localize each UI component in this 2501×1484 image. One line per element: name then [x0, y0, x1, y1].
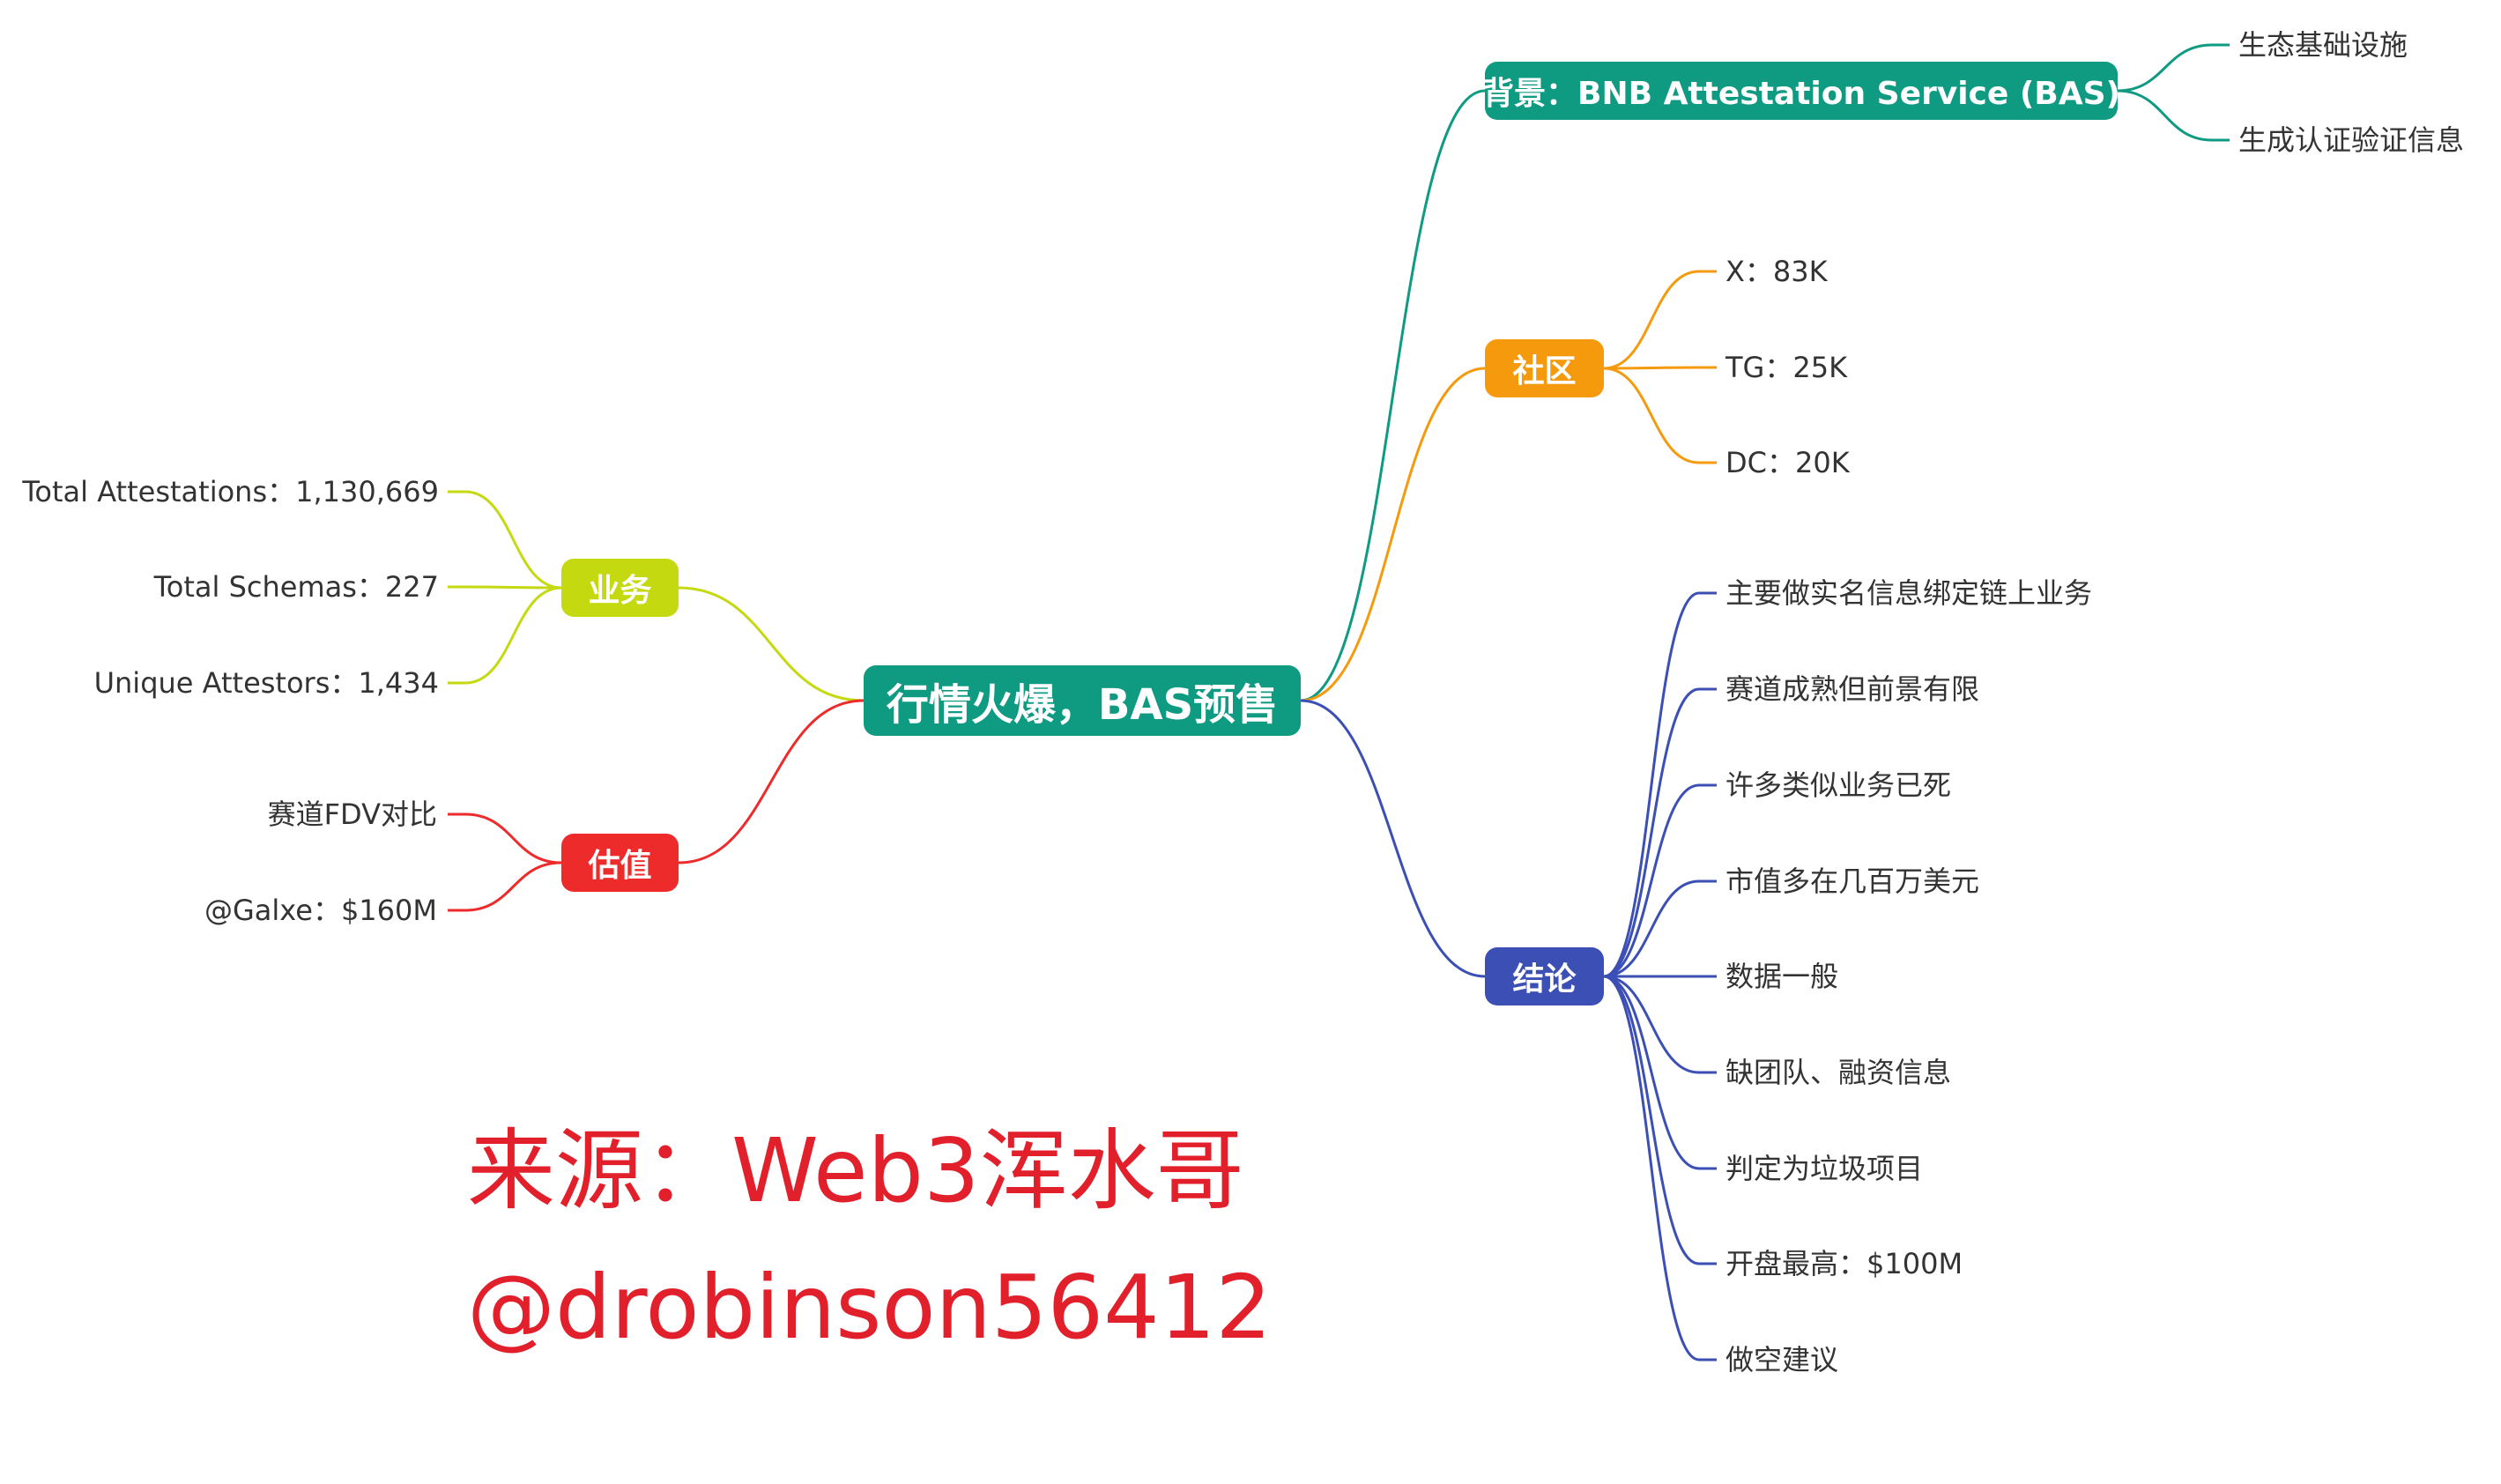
root-node[interactable]: 行情火爆，BAS预售 — [864, 665, 1301, 736]
connector-community-3 — [1603, 367, 1700, 464]
leaf-conclusion-6[interactable]: 缺团队、融资信息 — [1725, 1056, 1952, 1089]
connector-root-background — [1300, 89, 1486, 702]
leaf-community-3[interactable]: DC：20K — [1725, 446, 1850, 479]
leaf-background-2[interactable]: 生成认证验证信息 — [2238, 123, 2465, 157]
connector-business-3 — [464, 586, 562, 685]
leaf-community-1[interactable]: X：83K — [1725, 255, 1828, 288]
connector-business-2 — [464, 585, 562, 590]
branch-node-community[interactable]: 社区 — [1485, 339, 1604, 397]
connector-valuation-1 — [464, 812, 562, 864]
connector-root-valuation — [678, 699, 865, 864]
connector-root-business — [678, 586, 865, 702]
branch-node-background[interactable]: 背景：BNB Attestation Service (BAS) — [1482, 62, 2120, 120]
watermark-source: 来源：Web3浑水哥 — [467, 1119, 1244, 1222]
leaf-valuation-2[interactable]: @Galxe：$160M — [204, 894, 437, 927]
connector-background-2 — [2117, 89, 2213, 142]
branch-label-background: 背景：BNB Attestation Service (BAS) — [1482, 76, 2120, 112]
connector-conclusion-6 — [1603, 975, 1700, 1074]
branch-label-valuation: 估值 — [588, 848, 652, 884]
connector-community-2 — [1603, 366, 1700, 370]
leaf-conclusion-4[interactable]: 市值多在几百万美元 — [1725, 864, 1980, 898]
connector-conclusion-2 — [1603, 687, 1700, 978]
branch-label-conclusion: 结论 — [1512, 961, 1577, 998]
leaf-conclusion-7[interactable]: 判定为垃圾项目 — [1725, 1152, 1924, 1185]
connector-conclusion-3 — [1603, 783, 1700, 978]
connector-conclusion-4 — [1603, 879, 1700, 978]
leaf-business-3[interactable]: Unique Attestors：1,434 — [93, 666, 439, 700]
watermark-handle: @drobinson56412 — [467, 1256, 1272, 1359]
branch-label-community: 社区 — [1512, 353, 1577, 390]
connector-background-1 — [2117, 43, 2213, 93]
connector-community-1 — [1603, 270, 1700, 370]
leaf-conclusion-8[interactable]: 开盘最高：$100M — [1725, 1247, 1963, 1280]
connector-root-conclusion — [1300, 699, 1486, 978]
leaf-business-1[interactable]: Total Attestations：1,130,669 — [22, 475, 439, 508]
leaf-conclusion-9[interactable]: 做空建议 — [1725, 1343, 1839, 1376]
root-node-label: 行情火爆，BAS预售 — [886, 680, 1279, 730]
connector-conclusion-8 — [1603, 975, 1700, 1265]
leaf-business-2[interactable]: Total Schemas：227 — [153, 570, 439, 604]
branch-node-valuation[interactable]: 估值 — [561, 834, 679, 892]
leaf-valuation-1[interactable]: 赛道FDV对比 — [267, 798, 437, 831]
connector-valuation-2 — [464, 861, 562, 912]
leaf-conclusion-3[interactable]: 许多类似业务已死 — [1725, 768, 1952, 802]
connector-conclusion-7 — [1603, 975, 1700, 1170]
leaf-conclusion-1[interactable]: 主要做实名信息绑定链上业务 — [1725, 576, 2093, 610]
branch-label-business: 业务 — [588, 573, 652, 609]
leaf-community-2[interactable]: TG：25K — [1725, 351, 1848, 384]
connector-conclusion-9 — [1603, 975, 1700, 1362]
leaf-conclusion-5[interactable]: 数据一般 — [1725, 960, 1839, 993]
connector-business-1 — [464, 490, 562, 590]
leaf-background-1[interactable]: 生态基础设施 — [2238, 28, 2408, 62]
connector-conclusion-1 — [1603, 591, 1700, 978]
connector-root-community — [1300, 367, 1486, 702]
branch-node-business[interactable]: 业务 — [561, 559, 679, 617]
leaf-conclusion-2[interactable]: 赛道成熟但前景有限 — [1725, 672, 1980, 706]
branch-node-conclusion[interactable]: 结论 — [1485, 947, 1604, 1005]
